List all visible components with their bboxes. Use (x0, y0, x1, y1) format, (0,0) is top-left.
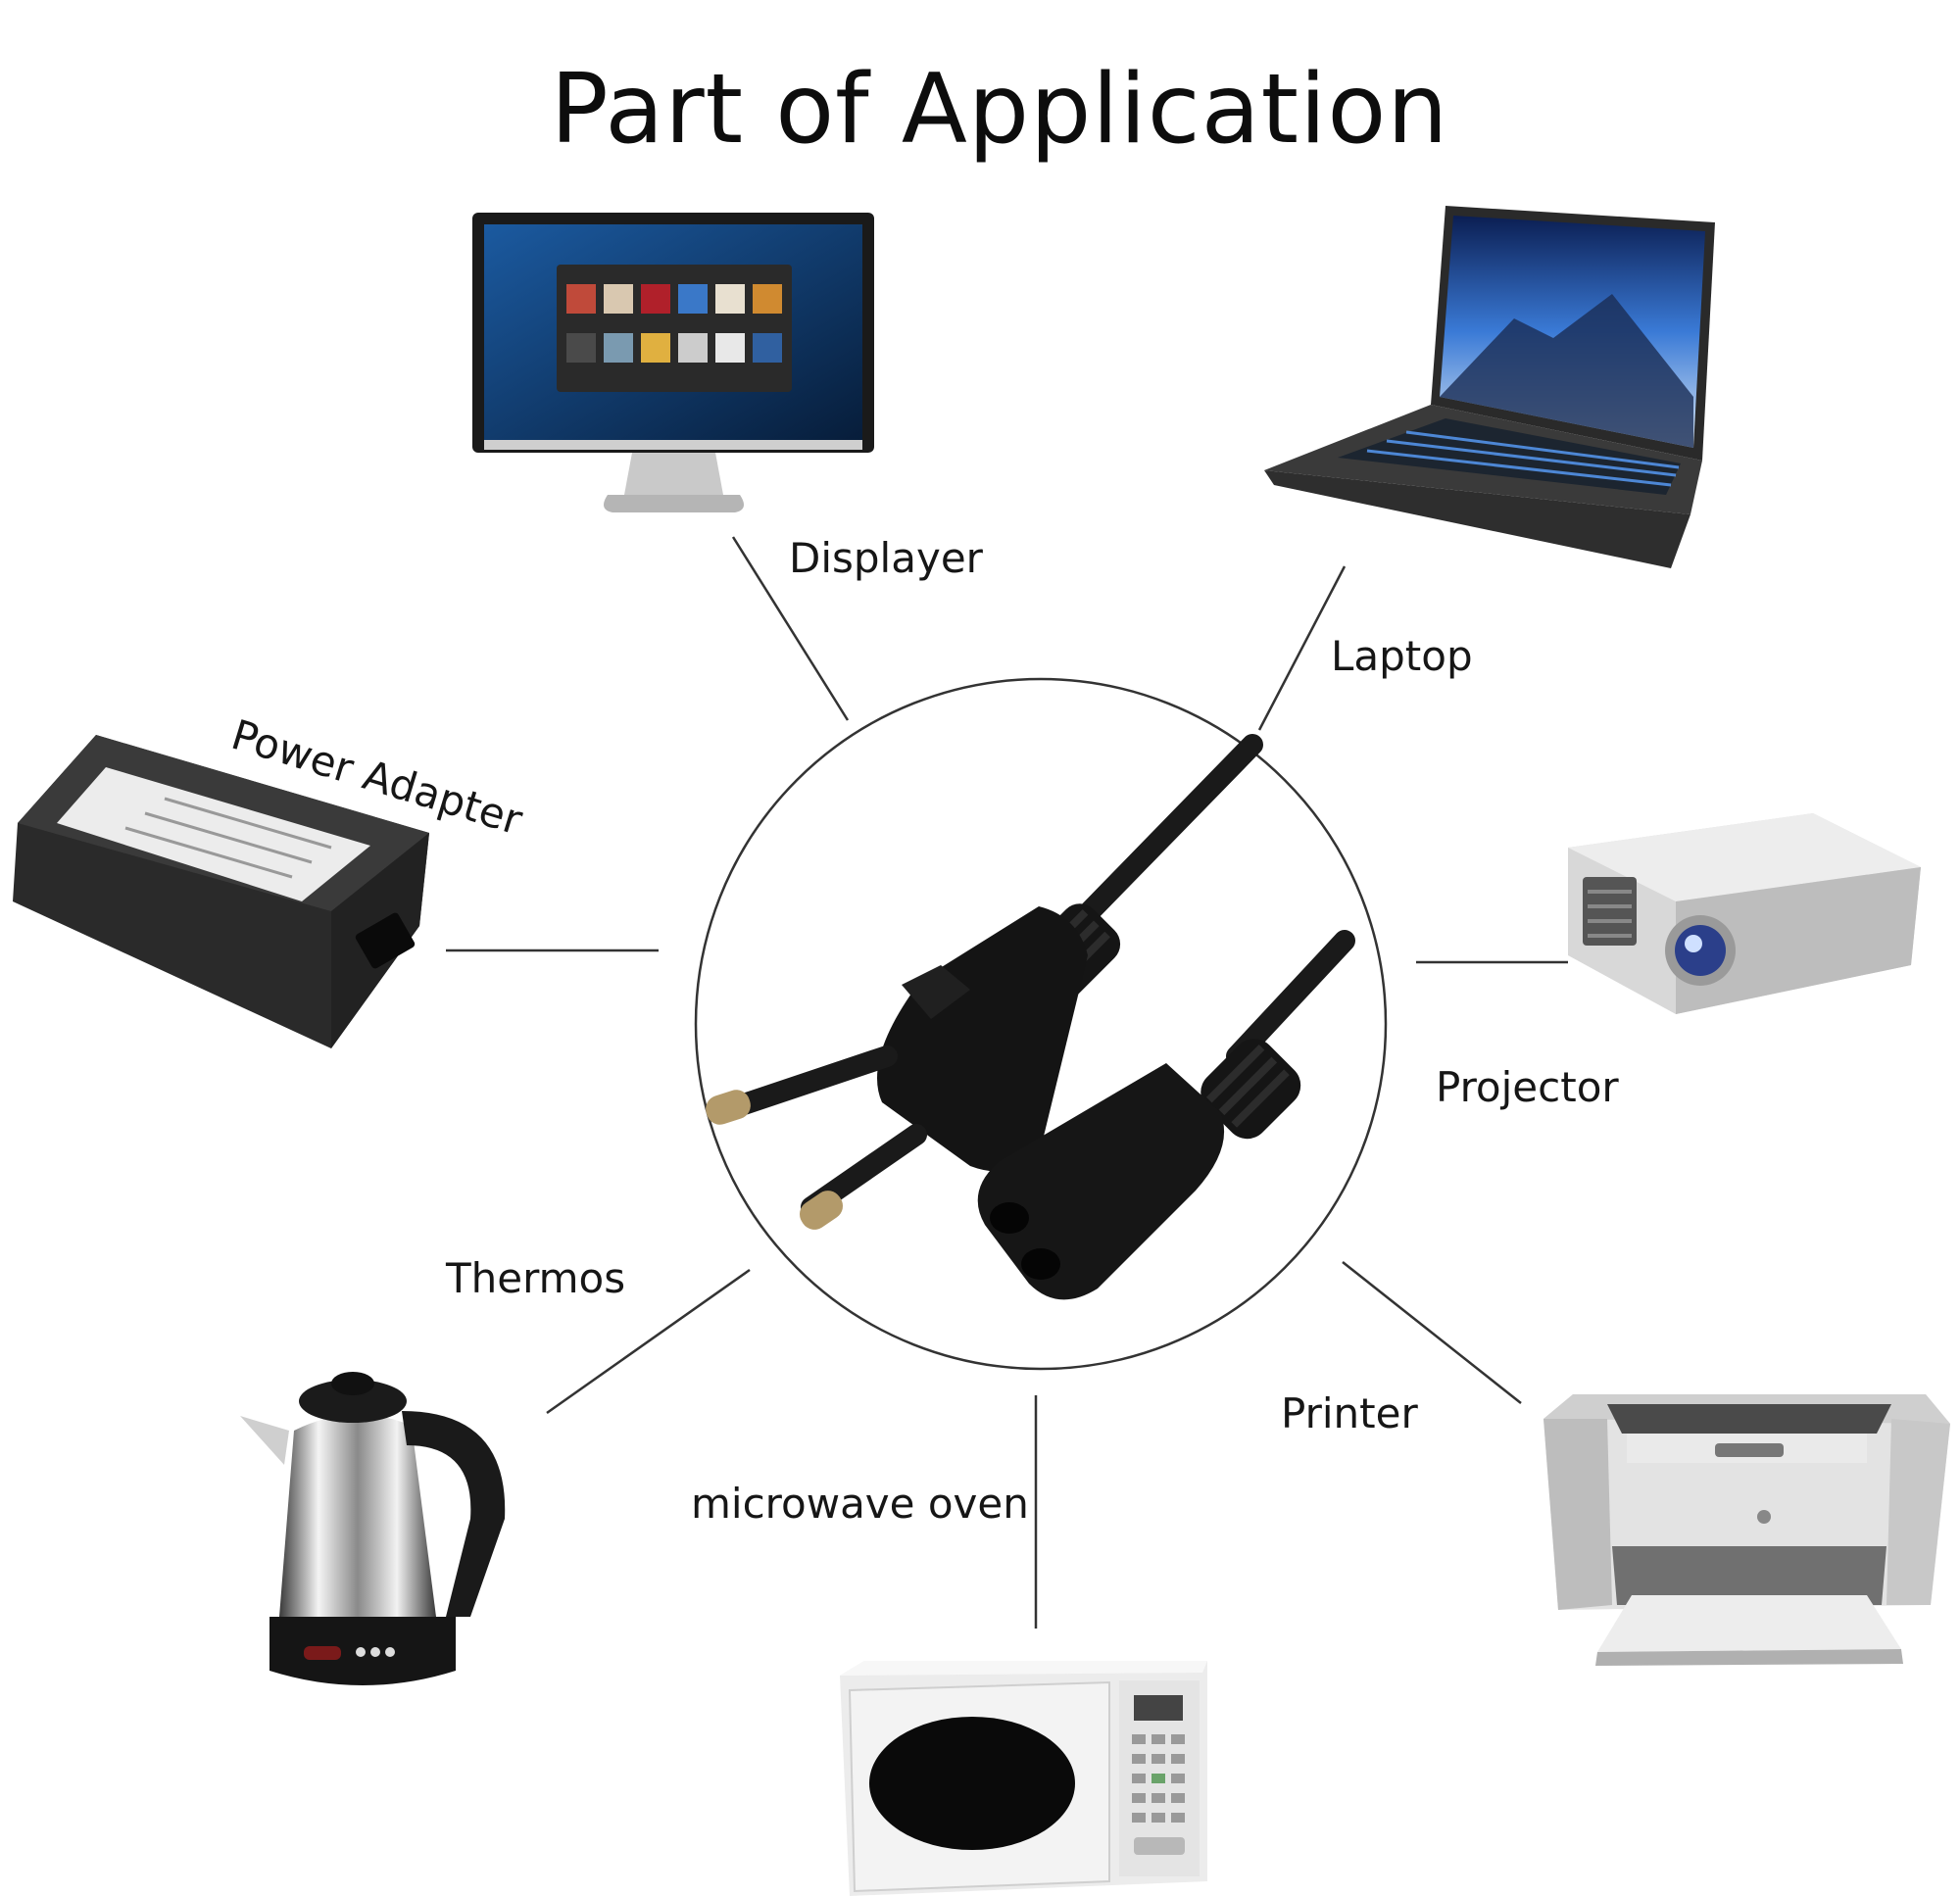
connector-printer (1342, 1261, 1522, 1404)
page-title: Part of Application (550, 54, 1449, 166)
label-displayer: Displayer (789, 534, 983, 582)
center-circle (694, 677, 1388, 1371)
microwave-icon (840, 1661, 1207, 1896)
monitor-icon (472, 213, 874, 512)
projector-icon (1568, 813, 1921, 1014)
label-printer: Printer (1281, 1389, 1418, 1437)
plug-cable (1053, 734, 1263, 949)
label-projector: Projector (1436, 1063, 1619, 1111)
connector-displayer (731, 536, 850, 721)
kettle-icon (240, 1372, 506, 1685)
label-microwave-oven: microwave oven (691, 1480, 1029, 1528)
label-laptop: Laptop (1331, 632, 1473, 680)
label-thermos: Thermos (446, 1254, 626, 1302)
laptop-icon (1264, 206, 1715, 568)
connector-thermos (546, 1268, 751, 1415)
connector-cable (1226, 930, 1355, 1067)
connector-laptop (1257, 565, 1347, 731)
printer-icon (1544, 1394, 1950, 1666)
power-adapter-icon (13, 735, 429, 1048)
power-cord-image (706, 734, 1355, 1300)
